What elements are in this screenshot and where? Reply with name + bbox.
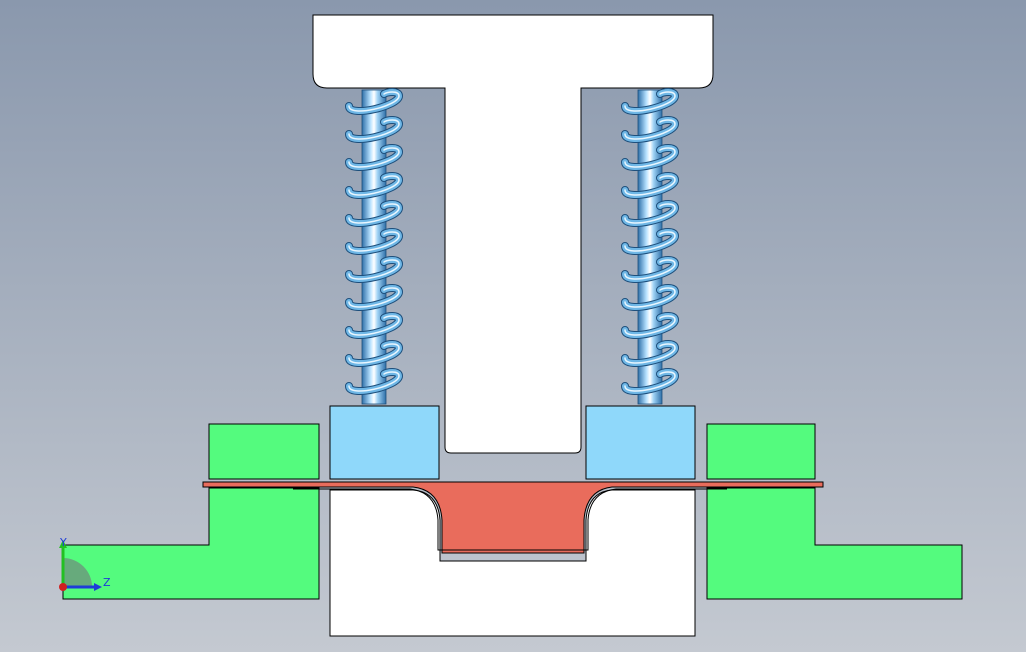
spring-coil-highlight xyxy=(624,119,676,140)
y-axis-arrowhead xyxy=(59,540,67,548)
spring-coil-highlight xyxy=(624,175,676,196)
sheet-inner-edge xyxy=(293,488,727,551)
spring-coil-highlight xyxy=(624,259,676,280)
spring-coil-highlight xyxy=(348,203,400,224)
left-stripper-block xyxy=(329,405,440,480)
spring-coil-highlight xyxy=(348,259,400,280)
right-die-plate xyxy=(706,487,963,600)
spring-coil-highlight xyxy=(348,287,400,308)
x-axis-origin xyxy=(59,583,67,591)
spring-coil-highlight xyxy=(624,315,676,336)
spring-coil-highlight xyxy=(624,147,676,168)
z-axis-arrowhead xyxy=(94,583,102,591)
spring-coil-highlight xyxy=(348,119,400,140)
spring-coil-highlight xyxy=(624,203,676,224)
spring-coil-highlight xyxy=(348,315,400,336)
spring-coil-highlight xyxy=(348,91,400,112)
spring-coil-highlight xyxy=(348,343,400,364)
spring-coil-highlight xyxy=(624,371,676,392)
spring-coil-highlight xyxy=(624,231,676,252)
left-spring xyxy=(345,88,404,405)
spring-coil-highlight xyxy=(348,175,400,196)
right-die-plate-upper xyxy=(706,423,816,480)
right-stripper-block xyxy=(585,405,696,480)
spring-coil-highlight xyxy=(624,91,676,112)
right-spring xyxy=(621,88,680,405)
sheet-metal-part xyxy=(202,481,824,554)
spring-coil-highlight xyxy=(624,287,676,308)
left-die-plate xyxy=(62,487,320,600)
spring-coil-highlight xyxy=(348,371,400,392)
triad-quadrant xyxy=(63,558,92,587)
spring-coil-highlight xyxy=(348,147,400,168)
spring-coil-highlight xyxy=(348,231,400,252)
spring-coil-highlight xyxy=(624,343,676,364)
axis-triad: Y Z xyxy=(59,536,111,591)
punch xyxy=(312,14,714,454)
z-axis-label: Z xyxy=(103,576,111,589)
y-axis-label: Y xyxy=(59,536,67,549)
left-die-plate-upper xyxy=(208,423,320,480)
